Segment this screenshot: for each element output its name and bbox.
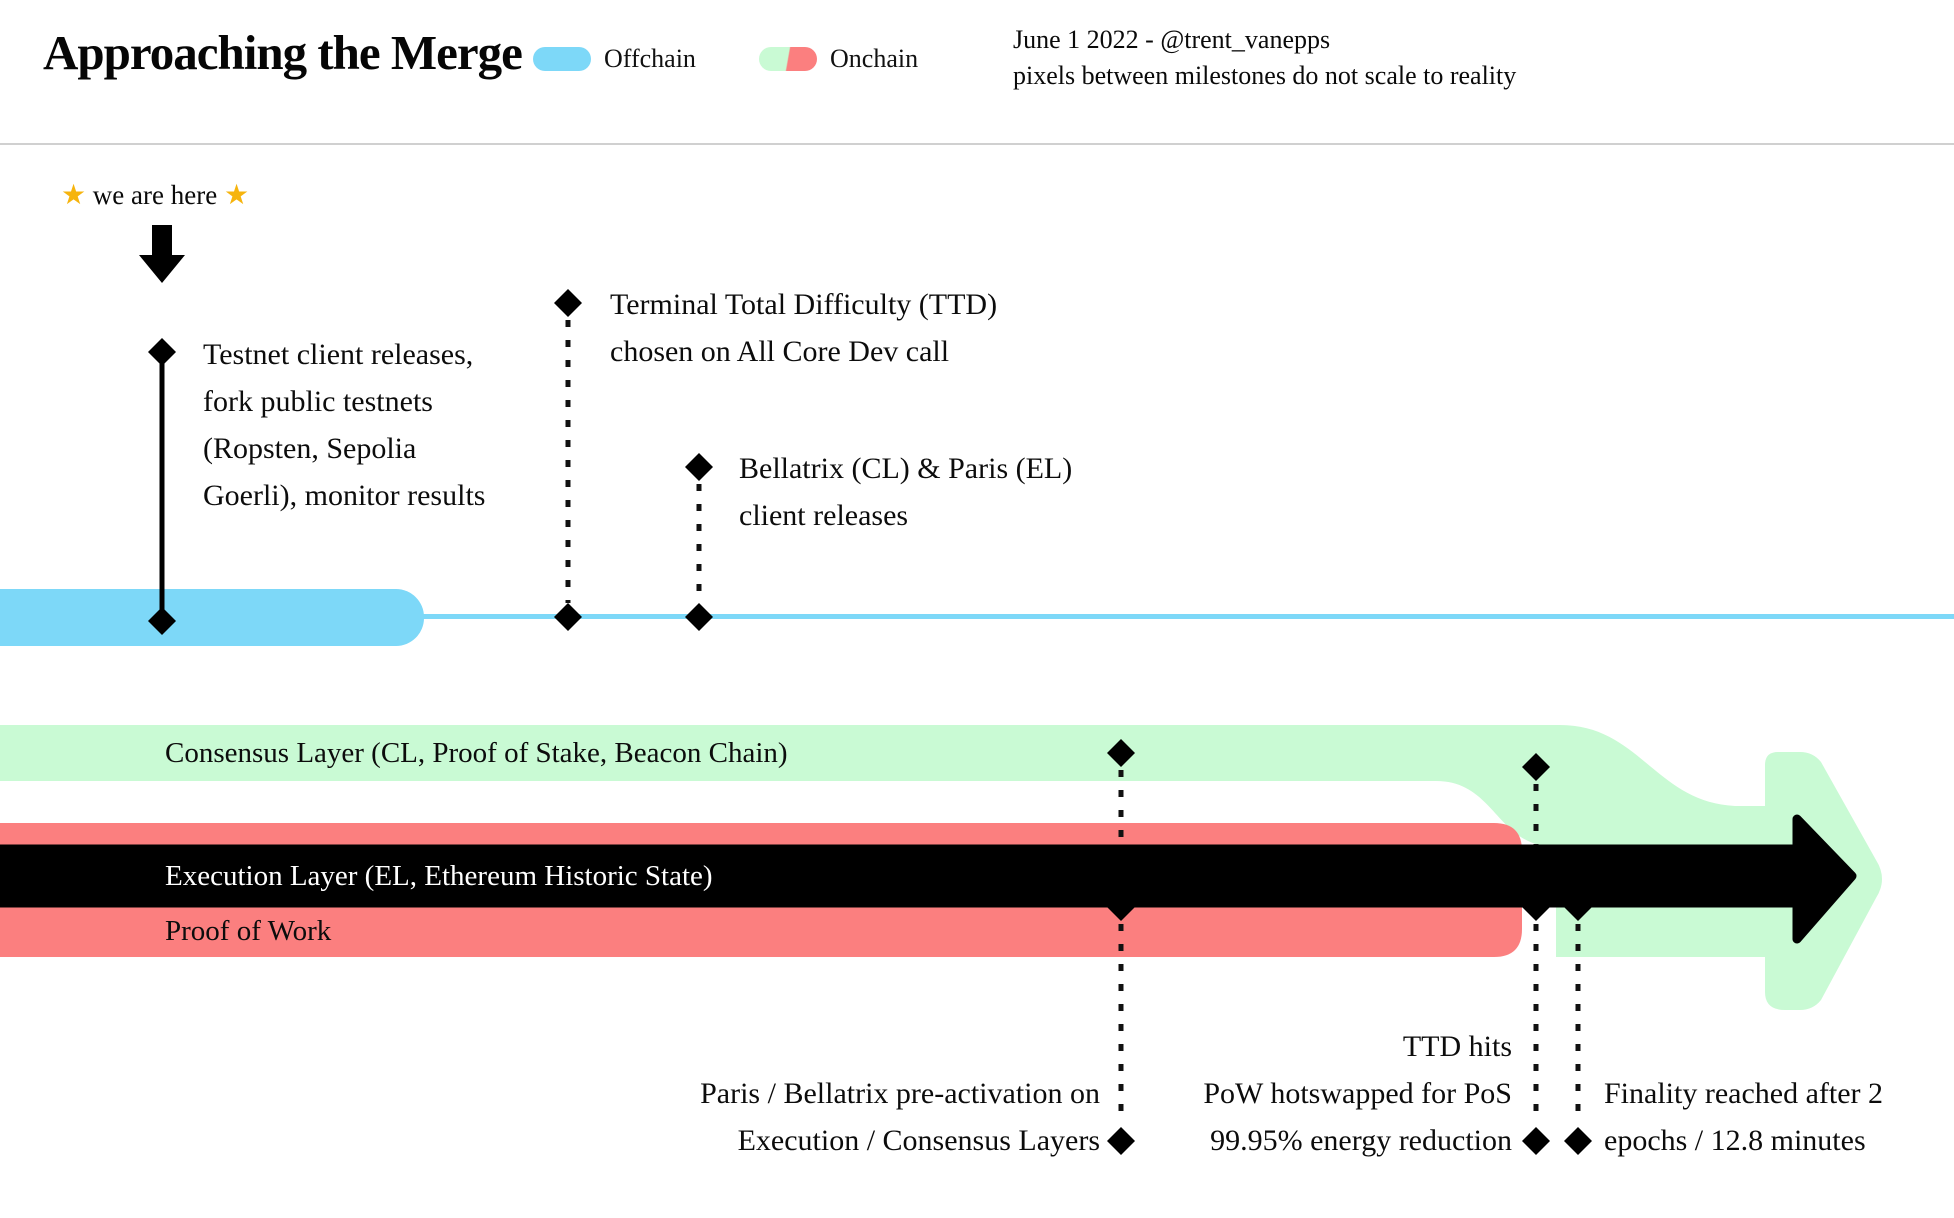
page-title: Approaching the Merge [43,25,523,80]
milestone-line: Execution / Consensus Layers [737,1124,1100,1157]
we-are-here-text: we are here [92,180,218,210]
milestone-line: Goerli), monitor results [203,479,486,512]
consensus-layer-band-arrow [0,725,1882,1010]
credit-line-2: pixels between milestones do not scale t… [1013,61,1517,90]
header: Approaching the Merge Offchain Onchain J… [0,0,1954,145]
credit-text: June 1 2022 - @trent_vanepps pixels betw… [1013,22,1516,94]
proof-of-work-label: Proof of Work [165,915,332,947]
milestone-diamond [554,289,582,317]
milestone-diamond [1564,893,1592,921]
milestone-diamond [554,603,582,631]
milestone-line: fork public testnets [203,385,433,418]
milestone-diamond [685,603,713,631]
credit-line-1: June 1 2022 - @trent_vanepps [1013,25,1331,54]
milestone-line: Paris / Bellatrix pre-activation on [700,1077,1100,1110]
milestone-line: (Ropsten, Sepolia [203,432,417,465]
milestone-diamond [1564,1127,1592,1155]
execution-layer-label: Execution Layer (EL, Ethereum Historic S… [165,860,713,892]
we-are-here-arrow-icon [139,225,185,283]
milestone-line: Finality reached after 2 [1604,1077,1884,1110]
offchain-timeline-line [0,614,1954,619]
onchain-legend-swatch [759,47,817,71]
milestone-diamond [1107,739,1135,767]
milestone-line: Terminal Total Difficulty (TTD) [610,288,998,321]
milestone-line: epochs / 12.8 minutes [1604,1124,1866,1157]
milestone-line: TTD hits [1402,1030,1512,1063]
milestone-ttd-hits-label: TTD hits PoW hotswapped for PoS 99.95% e… [1012,1023,1512,1164]
milestone-diamond [148,338,176,366]
milestone-diamond [148,607,176,635]
milestone-line: Testnet client releases, [203,338,474,371]
milestone-diamond [1522,753,1550,781]
milestone-line: 99.95% energy reduction [1210,1124,1512,1157]
onchain-legend-label: Onchain [830,44,919,73]
milestone-diamond [1107,1127,1135,1155]
milestone-line: PoW hotswapped for PoS [1203,1077,1512,1110]
milestone-diamond [1107,893,1135,921]
milestone-testnet-label: Testnet client releases, fork public tes… [203,331,485,519]
milestone-line: chosen on All Core Dev call [610,335,950,368]
star-icon: ★ [60,180,87,211]
execution-layer-arrow [0,814,1857,944]
milestone-finality-label: Finality reached after 2 epochs / 12.8 m… [1604,1070,1883,1164]
milestone-bellatrix-label: Bellatrix (CL) & Paris (EL) client relea… [739,445,1072,539]
milestone-diamond [685,453,713,481]
offchain-timeline-pill [0,589,424,646]
offchain-legend-swatch [533,47,591,71]
milestone-diamond [1522,893,1550,921]
milestone-ttd-chosen-label: Terminal Total Difficulty (TTD) chosen o… [610,281,997,375]
consensus-layer-label: Consensus Layer (CL, Proof of Stake, Bea… [165,737,788,769]
we-are-here-label: ★ we are here ★ [30,178,280,212]
milestone-line: client releases [739,499,909,532]
milestone-line: Bellatrix (CL) & Paris (EL) [739,452,1073,485]
milestone-paris-preactivation-label: Paris / Bellatrix pre-activation on Exec… [600,1070,1100,1164]
milestone-diamond [1522,1127,1550,1155]
star-icon: ★ [223,180,250,211]
offchain-legend-label: Offchain [604,44,696,73]
